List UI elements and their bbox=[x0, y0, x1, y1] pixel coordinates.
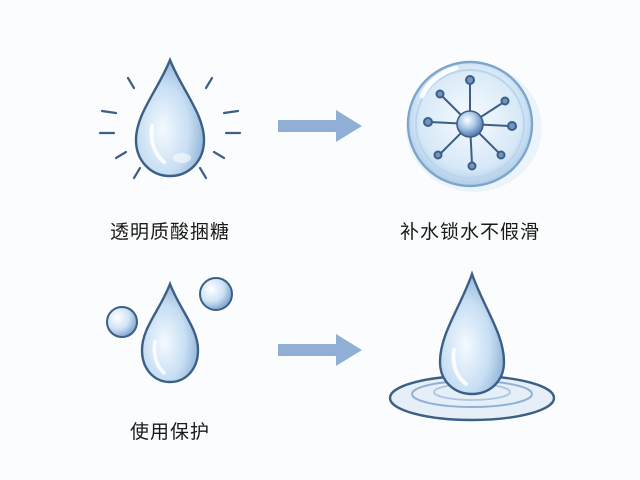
hydration-lens-icon bbox=[406, 60, 542, 192]
arrow-right-icon bbox=[278, 334, 362, 366]
drop-with-ripple-icon bbox=[388, 270, 556, 422]
molecule-network bbox=[423, 75, 517, 171]
step-label-protection: 使用保护 bbox=[129, 421, 210, 443]
arrow-right-icon bbox=[278, 110, 362, 142]
drop-with-bubbles-icon bbox=[106, 277, 233, 384]
light-rays bbox=[98, 76, 242, 180]
step-label-hyaluronic: 透明质酸捆糖 bbox=[109, 221, 230, 243]
radiant-water-drop-icon bbox=[98, 56, 242, 180]
step-label-hydration: 补水锁水不假滑 bbox=[399, 221, 540, 243]
